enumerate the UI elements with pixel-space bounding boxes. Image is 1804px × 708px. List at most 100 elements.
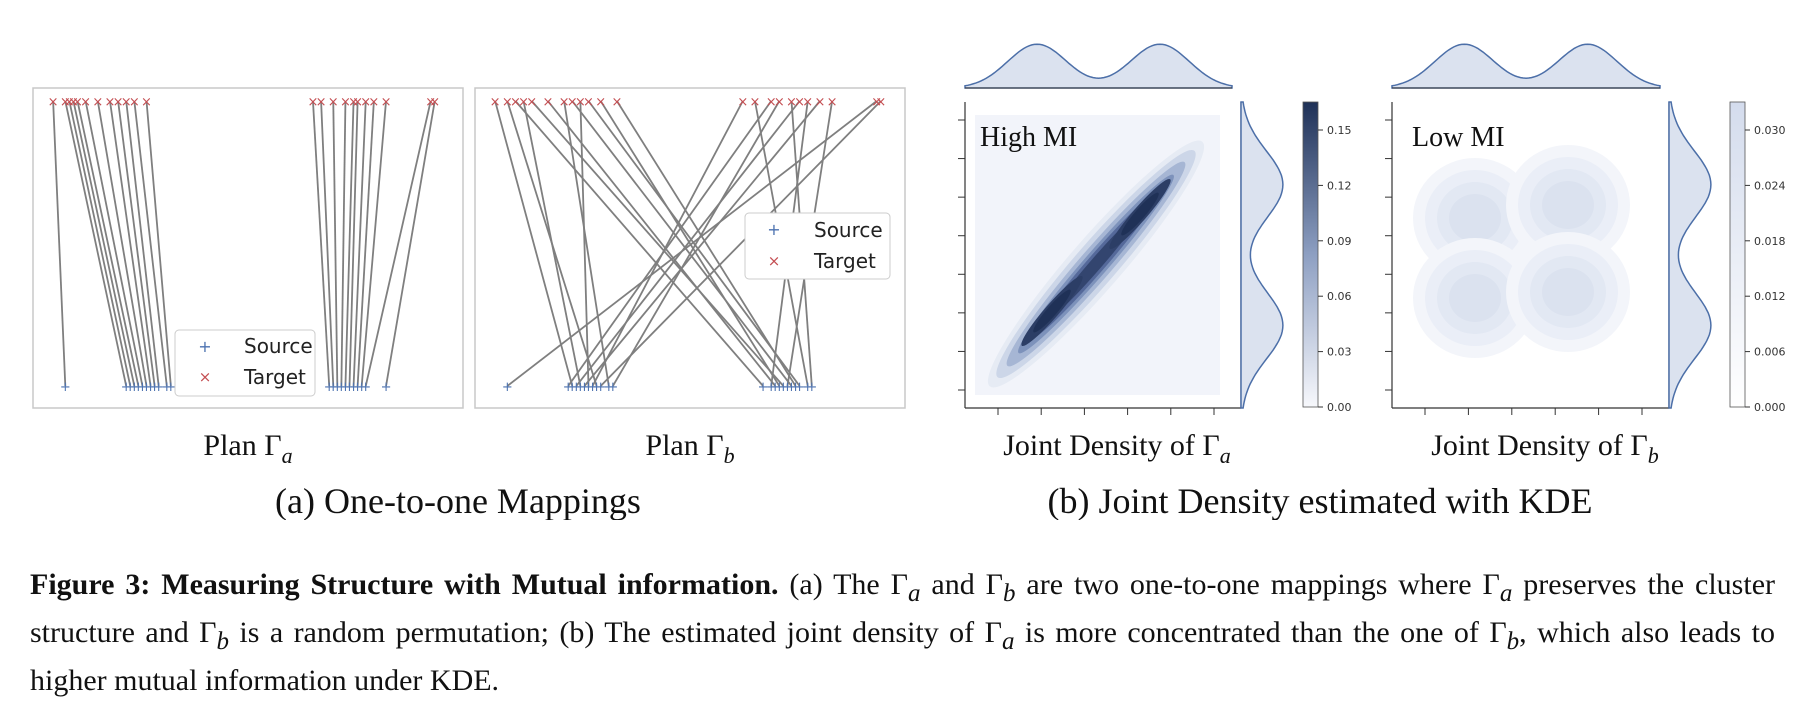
- target-point: ×: [80, 95, 91, 110]
- plan-a-target-markers: ×××××××××××××××××××××××: [48, 95, 441, 110]
- figure-3: +++++++++++++++++++++++ ××××××××××××××××…: [32, 43, 1786, 520]
- target-point: ×: [60, 95, 71, 110]
- mapping-link: [68, 100, 132, 387]
- target-point: ×: [316, 95, 327, 110]
- subcaption-a: (a) One-to-one Mappings: [275, 481, 641, 520]
- source-point: +: [153, 380, 164, 395]
- density-core: [1121, 192, 1159, 236]
- target-point: ×: [92, 95, 103, 110]
- source-point: +: [563, 380, 574, 395]
- target-point: ×: [583, 95, 594, 110]
- target-point: ×: [774, 95, 785, 110]
- source-point: +: [129, 380, 140, 395]
- target-point: ×: [559, 95, 570, 110]
- target-point: ×: [141, 95, 152, 110]
- plan-b-legend: + Source × Target: [744, 212, 891, 280]
- source-point: +: [802, 380, 813, 395]
- density-a-colorbar: [1302, 101, 1319, 408]
- density-a-contours: [987, 140, 1205, 388]
- source-point: +: [786, 380, 797, 395]
- colorbar-tick-label: 0.15: [1327, 124, 1352, 137]
- legend-source-label: Source: [814, 218, 883, 242]
- source-point: +: [324, 380, 335, 395]
- target-point: ×: [113, 95, 124, 110]
- caption-text: is more concentrated than the one of: [1014, 616, 1490, 649]
- colorbar-tick-label: 0.018: [1754, 235, 1786, 248]
- source-point: +: [348, 380, 359, 395]
- source-point: +: [591, 380, 602, 395]
- plan-a-source-markers: +++++++++++++++++++++++: [60, 380, 392, 395]
- source-point: +: [603, 380, 614, 395]
- mapping-link: [356, 100, 375, 387]
- target-point: ×: [105, 95, 116, 110]
- density-b-colorbar: [1729, 101, 1746, 408]
- density-b-title: Joint Density of Γb: [1431, 429, 1659, 468]
- caption-text: and: [920, 568, 986, 601]
- source-point: +: [567, 380, 578, 395]
- target-point: ×: [490, 95, 501, 110]
- colorbar-tick-label: 0.012: [1754, 290, 1786, 303]
- mapping-link: [52, 100, 67, 387]
- target-point: ×: [429, 95, 440, 110]
- colorbar-tick-label: 0.12: [1327, 179, 1352, 192]
- source-point: +: [125, 380, 136, 395]
- source-point: +: [352, 380, 363, 395]
- source-point: +: [328, 380, 339, 395]
- mapping-link: [612, 100, 781, 387]
- mapping-link: [348, 100, 359, 387]
- source-point: +: [344, 380, 355, 395]
- gamma-b: Γb: [199, 616, 229, 655]
- gamma-b: Γb: [985, 568, 1016, 607]
- target-point: ×: [308, 95, 319, 110]
- legend-box: [744, 212, 891, 280]
- colorbar-tick-label: 0.03: [1327, 346, 1352, 359]
- source-point: +: [137, 380, 148, 395]
- source-point: +: [782, 380, 793, 395]
- source-point: +: [774, 380, 785, 395]
- gamma-b: Γb: [1489, 616, 1520, 655]
- density-a-right-marginal: [1240, 101, 1284, 409]
- joint-density-a: High MI 0.000.030.060.090.120.15 Joint D…: [958, 43, 1352, 468]
- density-contour: [1542, 268, 1594, 316]
- mapping-link: [571, 100, 793, 387]
- target-point: ×: [340, 95, 351, 110]
- gamma-a: Γa: [890, 568, 921, 607]
- colorbar-tick-label: 0.09: [1327, 235, 1352, 248]
- legend-target-label: Target: [243, 365, 306, 389]
- source-point: +: [607, 380, 618, 395]
- caption-text: (a) The: [778, 568, 891, 601]
- target-point: ×: [381, 95, 392, 110]
- colorbar-tick-label: 0.00: [1327, 401, 1352, 414]
- gamma-a: Γa: [1482, 568, 1513, 607]
- caption-text: are two one-to-one mappings where: [1015, 568, 1483, 601]
- legend-target-marker: ×: [199, 368, 212, 386]
- source-point: +: [587, 380, 598, 395]
- legend-target-marker: ×: [768, 252, 781, 270]
- mapping-link: [109, 100, 152, 387]
- density-contour: [1542, 181, 1594, 229]
- target-point: ×: [786, 95, 797, 110]
- mapping-link: [117, 100, 156, 387]
- source-point: +: [766, 380, 777, 395]
- target-point: ×: [802, 95, 813, 110]
- source-point: +: [758, 380, 769, 395]
- source-point: +: [360, 380, 371, 395]
- mapping-link: [600, 100, 882, 387]
- source-point: +: [145, 380, 156, 395]
- target-point: ×: [368, 95, 379, 110]
- target-point: ×: [352, 95, 363, 110]
- density-a-top-marginal: [964, 43, 1233, 89]
- source-point: +: [133, 380, 144, 395]
- target-point: ×: [510, 95, 521, 110]
- legend-target-label: Target: [813, 249, 876, 273]
- source-point: +: [336, 380, 347, 395]
- source-point: +: [595, 380, 606, 395]
- target-point: ×: [542, 95, 553, 110]
- source-point: +: [141, 380, 152, 395]
- mapping-link: [530, 100, 785, 387]
- subcaption-b: (b) Joint Density estimated with KDE: [1048, 481, 1593, 520]
- legend-source-marker: +: [767, 220, 780, 239]
- mapping-link: [320, 100, 335, 387]
